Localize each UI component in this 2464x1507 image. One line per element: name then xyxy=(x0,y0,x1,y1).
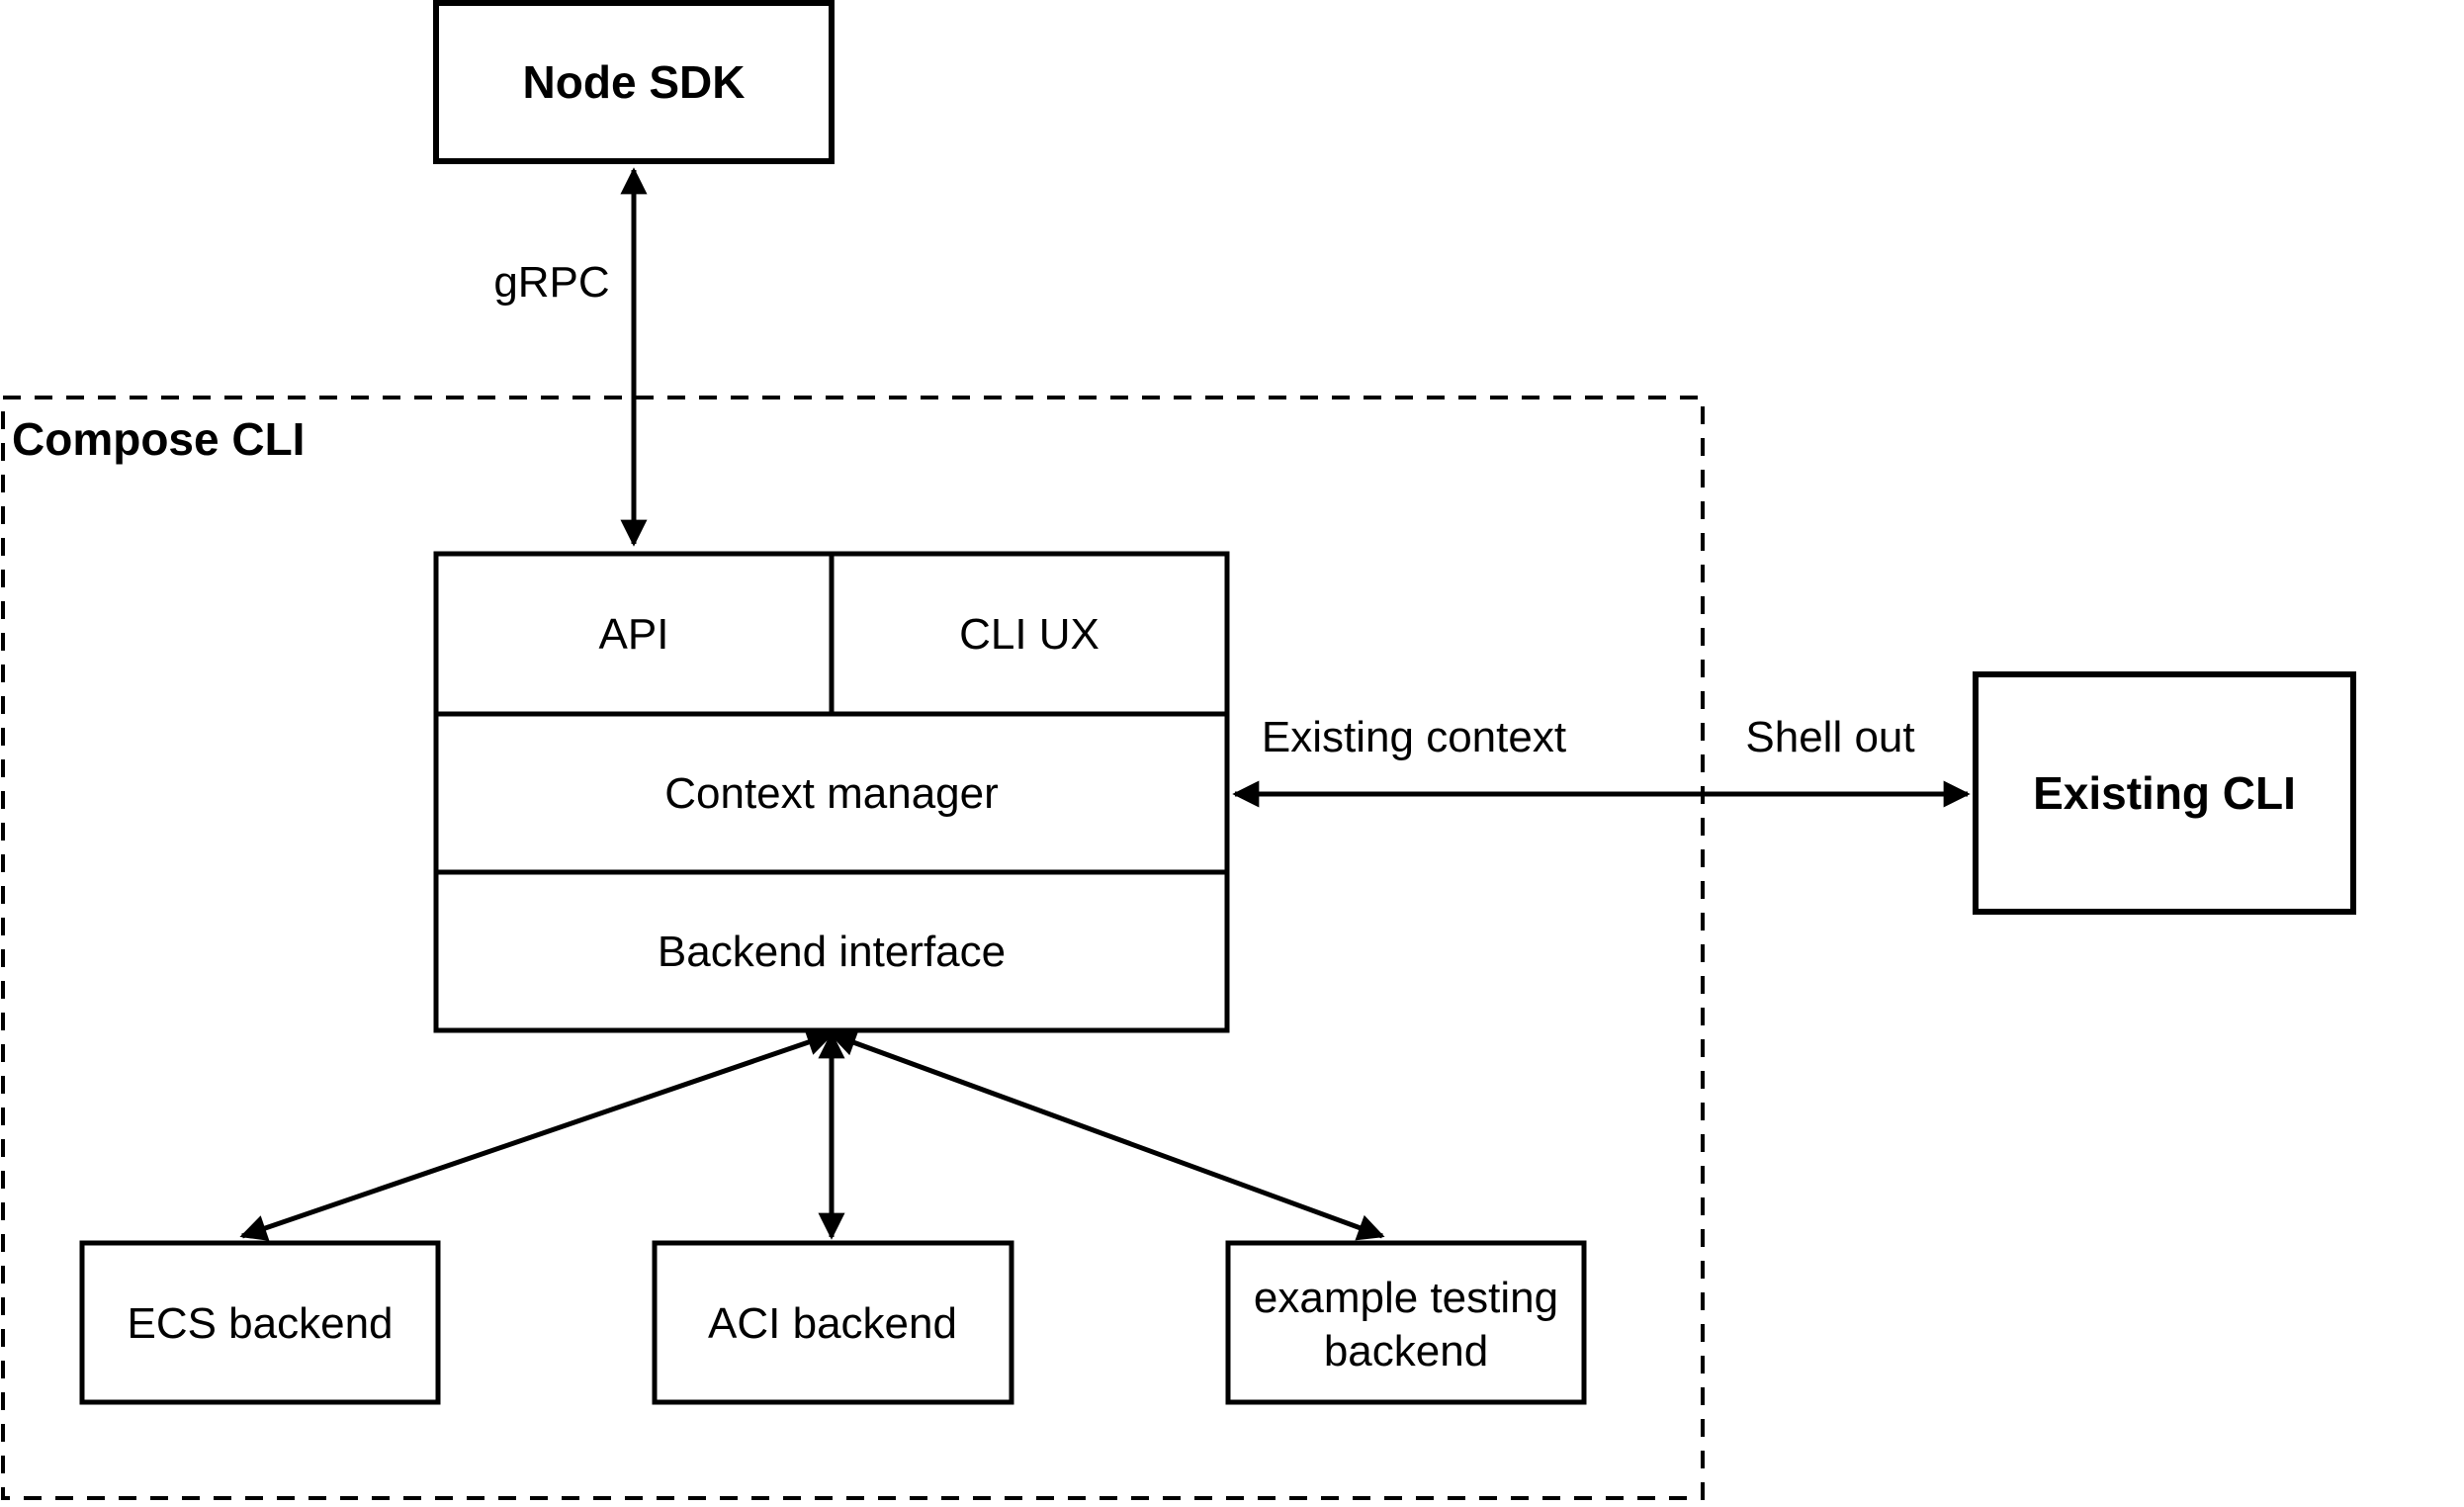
existing-cli-label: Existing CLI xyxy=(2033,767,2296,819)
ecs-backend-box xyxy=(79,1240,441,1405)
shell-out-label: Shell out xyxy=(1745,713,1914,761)
existing-context-label: Existing context xyxy=(1262,713,1566,761)
example-testing-backend-box xyxy=(1225,1240,1587,1405)
aci-backend-label: ACI backend xyxy=(708,1299,957,1348)
compose-cli-container xyxy=(1,396,1705,1500)
backend-interface-label: Backend interface xyxy=(658,928,1006,976)
node-sdk-box xyxy=(433,0,835,164)
example-testing-backend-label-line1: example testing xyxy=(1254,1274,1558,1322)
context-manager-label: Context manager xyxy=(664,769,999,818)
backend-to-example-arrow xyxy=(829,1029,1385,1241)
node-sdk-label: Node SDK xyxy=(523,56,746,108)
ecs-backend-label: ECS backend xyxy=(127,1299,393,1348)
compose-cli-label: Compose CLI xyxy=(12,413,305,465)
aci-backend-box xyxy=(652,1240,1014,1405)
example-testing-backend-label-line2: backend xyxy=(1324,1327,1488,1375)
backend-to-ecs-arrow xyxy=(239,1029,835,1241)
grpc-label: gRPC xyxy=(493,258,609,307)
existing-cli-box xyxy=(1973,671,2356,915)
cli-ux-label: CLI UX xyxy=(959,610,1100,659)
api-label: API xyxy=(599,610,669,659)
